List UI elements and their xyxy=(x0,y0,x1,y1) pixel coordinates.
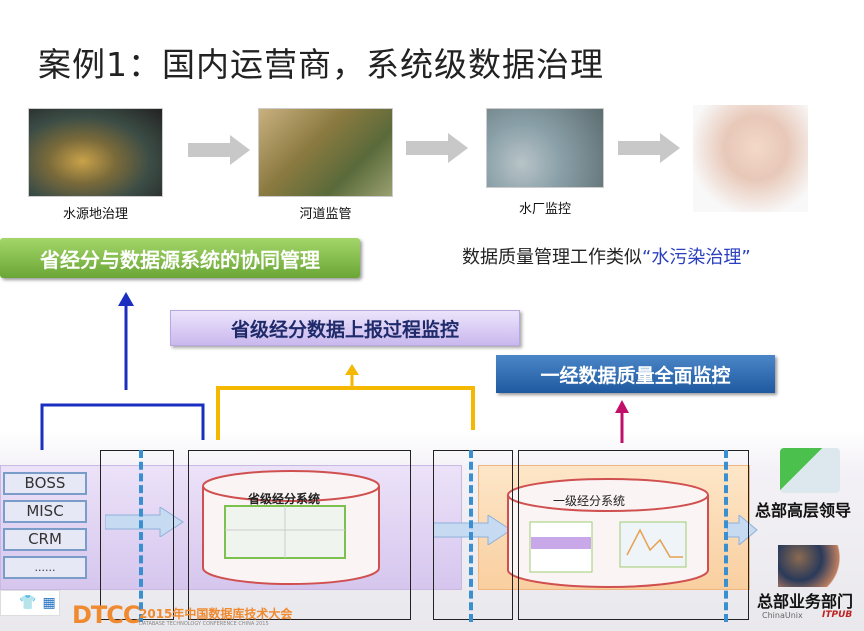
gray-arrow-icon xyxy=(406,133,468,163)
yellow-arrow-icon xyxy=(345,364,359,386)
flow-arrow-icon xyxy=(105,507,184,537)
grid-icon[interactable]: ▦ xyxy=(42,595,56,611)
stage-frame xyxy=(518,450,749,620)
provincial-system-label: 省级经分系统 xyxy=(248,492,321,506)
provincial-monitor-banner: 省级经分数据上报过程监控 xyxy=(170,310,520,346)
source-boss: BOSS xyxy=(3,472,87,495)
analogy-text: 数据质量管理工作类似“水污染治理” xyxy=(462,247,751,268)
dtcc-logo: DTCC xyxy=(72,601,141,629)
river-photo xyxy=(258,108,393,197)
stage-frame xyxy=(433,450,513,620)
step-label: 水源地治理 xyxy=(62,207,128,222)
checkpoint-line xyxy=(469,450,473,622)
water-plant-photo xyxy=(486,108,604,188)
blue-arrow-icon xyxy=(118,292,134,390)
water-source-photo xyxy=(28,108,163,197)
itpub-logo: ITPUB xyxy=(822,610,853,620)
step-label: 水厂监控 xyxy=(518,202,571,217)
checkpoint-line xyxy=(724,450,728,622)
executives-label: 总部高层领导 xyxy=(755,501,852,520)
shirt-icon[interactable]: 👕 xyxy=(19,595,37,611)
drinking-water-photo xyxy=(693,105,808,212)
chinaunix-logo: ChinaUnix xyxy=(762,611,803,620)
checkpoint-line xyxy=(139,450,143,622)
yellow-bracket xyxy=(216,386,475,440)
department-figures-icon xyxy=(778,545,848,587)
collab-banner: 省经分与数据源系统的协同管理 xyxy=(0,238,360,278)
stage-frame xyxy=(100,450,174,620)
source-crm: CRM xyxy=(3,528,87,551)
departments-label: 总部业务部门 xyxy=(757,592,854,611)
slide-title: 案例1：国内运营商，系统级数据治理 xyxy=(38,45,604,84)
gray-arrow-icon xyxy=(618,133,680,163)
magenta-arrow-icon xyxy=(615,400,629,443)
gray-arrow-icon xyxy=(188,135,250,165)
event-name-en: DATABASE TECHNOLOGY CONFERENCE CHINA 201… xyxy=(139,621,269,627)
national-monitor-banner: 一经数据质量全面监控 xyxy=(496,355,775,393)
footer-toolbar[interactable]: 👕 ▦ xyxy=(0,590,60,616)
step-label: 河道监管 xyxy=(299,207,352,222)
executive-figure-icon xyxy=(780,448,840,493)
blue-bracket xyxy=(40,403,205,450)
national-db-cylinder xyxy=(507,478,709,588)
source-more: ...... xyxy=(3,556,87,579)
connector-lines xyxy=(40,292,629,450)
source-misc: MISC xyxy=(3,500,87,523)
analogy-highlight: “水污染治理” xyxy=(642,247,751,268)
stage-frame xyxy=(188,450,411,620)
provincial-db-cylinder xyxy=(202,470,380,585)
event-name: 2015年中国数据库技术大会 xyxy=(139,607,293,621)
national-system-label: 一级经分系统 xyxy=(553,494,626,508)
